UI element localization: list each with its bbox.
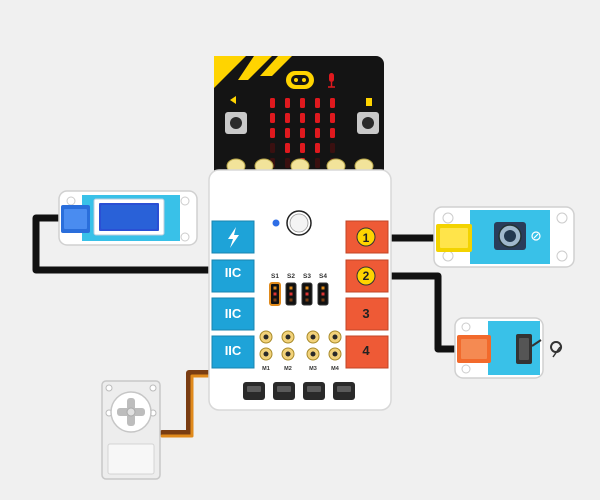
connector-slot [307,386,321,392]
rotary-potentiometer-module [433,206,575,268]
connector-slot [277,386,291,392]
header-pin [305,292,309,296]
servo-motor [101,380,161,480]
button-b[interactable] [357,98,379,134]
led [285,113,290,123]
iic-port[interactable] [211,259,255,293]
motor-sockets [259,330,342,361]
led [330,98,335,108]
microswitch[interactable] [516,334,563,364]
socket-hole [285,351,291,357]
socket-hole [263,334,269,340]
header-pin [273,298,277,302]
led [270,113,275,123]
iic-port[interactable] [211,297,255,331]
led [315,158,320,168]
iic-label: IIC [225,343,242,358]
socket-hole [310,334,316,340]
iic-label: IIC [225,306,242,321]
header-pin [273,286,277,290]
iic-port[interactable] [211,335,255,369]
motor-label: M1 [262,366,270,372]
lightning-icon [228,227,239,248]
port-badge [356,266,376,286]
led [300,143,305,153]
header-pin [289,292,293,296]
sensor-port[interactable] [345,297,389,331]
led [300,113,305,123]
led [315,113,320,123]
labels: IIC IIC IIC 1 2 3 4 S1 S2 S3 S4 M1 M2 M3… [225,231,371,372]
socket-hole [285,334,291,340]
crash-sensor-module [454,317,563,379]
connector-slot [247,386,261,392]
port-number: 2 [363,269,370,283]
port-number: 4 [362,343,370,358]
led [285,158,290,168]
bottom-connectors [243,382,355,400]
microphone-icon [328,73,335,88]
socket-hole [332,334,338,340]
led [285,128,290,138]
microbit [214,56,384,178]
button-a[interactable] [225,96,247,134]
led [300,128,305,138]
numbered-ports [345,220,389,369]
connector-slot [337,386,351,392]
servo-headers [269,282,329,306]
led [270,98,275,108]
header-pin [321,298,325,302]
socket-hole [310,351,316,357]
corner-stripe [260,56,292,76]
led [330,143,335,153]
potentiometer-knob[interactable] [494,222,526,250]
corner-stripe [238,56,272,80]
led [270,143,275,153]
led [285,143,290,153]
led [315,128,320,138]
iic-label: IIC [225,265,242,280]
logo-icon [286,71,314,89]
socket-hole [332,351,338,357]
header-pin [321,286,325,290]
led [315,98,320,108]
power-button[interactable] [286,210,312,236]
iic-ports [211,259,255,369]
header-pin [305,286,309,290]
socket-hole [263,351,269,357]
motor-label: M2 [284,366,292,372]
oled-display-module [58,190,198,246]
led [315,143,320,153]
header-pin [273,292,277,296]
servo-label: S3 [303,273,311,280]
led [330,128,335,138]
wire-oled-iic [32,214,216,274]
expansion-board [208,169,392,411]
header-pin [289,298,293,302]
port-number: 1 [363,231,370,245]
sensor-port[interactable] [345,335,389,369]
motor-label: M4 [331,366,340,372]
led [330,113,335,123]
motor-label: M3 [309,366,317,372]
led [285,98,290,108]
header-pin [321,292,325,296]
corner-stripe [214,56,246,88]
servo-label: S2 [287,273,295,280]
header-pin [305,298,309,302]
servo-label: S1 [271,273,279,280]
header-pin [289,286,293,290]
port-badge [356,227,376,247]
servo-label: S4 [319,273,327,280]
led [300,98,305,108]
microbit-board [214,56,384,178]
power-led [272,219,280,227]
port-number: 3 [362,306,369,321]
wire-switch-port2 [382,272,462,353]
led [270,128,275,138]
